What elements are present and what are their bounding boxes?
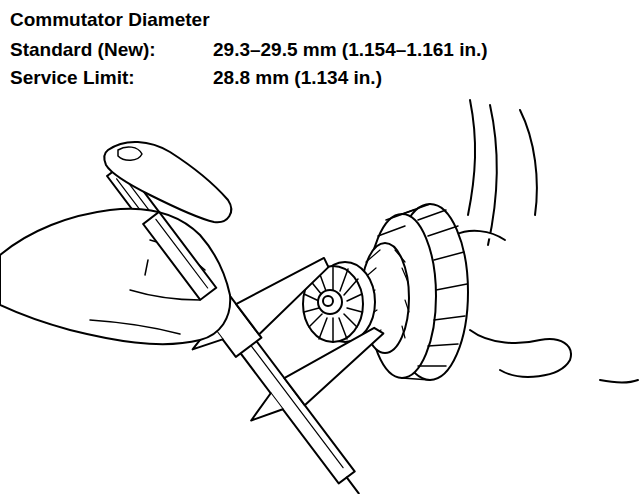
left-hand-palm bbox=[0, 209, 230, 344]
title: Commutator Diameter bbox=[10, 6, 488, 34]
right-hand-palm bbox=[520, 110, 537, 215]
right-hand bbox=[455, 100, 640, 388]
spec-value: 29.3–29.5 mm (1.154–1.161 in.) bbox=[213, 36, 488, 64]
caliper-beam-front bbox=[143, 212, 216, 300]
right-hand-outline bbox=[470, 100, 640, 388]
right-hand-finger bbox=[468, 100, 475, 215]
spec-block: Commutator DiameterStandard (New):29.3–2… bbox=[10, 6, 488, 92]
right-hand-palm bbox=[600, 380, 638, 383]
caliper-front bbox=[143, 212, 216, 300]
spec-table: Standard (New):29.3–29.5 mm (1.154–1.161… bbox=[10, 36, 488, 92]
fixed-inside-jaw bbox=[245, 393, 283, 428]
right-hand-finger bbox=[488, 105, 497, 245]
cuff-mark bbox=[145, 260, 148, 275]
left-hand-thumb bbox=[104, 142, 231, 222]
moving-jaw bbox=[236, 245, 337, 334]
left-hand-finger bbox=[130, 290, 200, 300]
right-hand-thumb bbox=[470, 330, 571, 377]
left-hand-finger bbox=[90, 320, 180, 334]
spec-label: Standard (New): bbox=[10, 36, 213, 64]
thumb-nail bbox=[118, 147, 142, 160]
shaft-center bbox=[323, 296, 333, 306]
shaft bbox=[318, 290, 342, 314]
fixed-jaw bbox=[284, 314, 389, 405]
armature-core bbox=[361, 204, 468, 380]
caliper-scale bbox=[156, 219, 208, 288]
spec-label: Service Limit: bbox=[10, 64, 213, 92]
left-hand bbox=[0, 142, 231, 344]
depth-rod bbox=[347, 477, 359, 493]
right-hand-finger bbox=[455, 231, 505, 240]
spec-value: 28.8 mm (1.134 in.) bbox=[213, 64, 488, 92]
